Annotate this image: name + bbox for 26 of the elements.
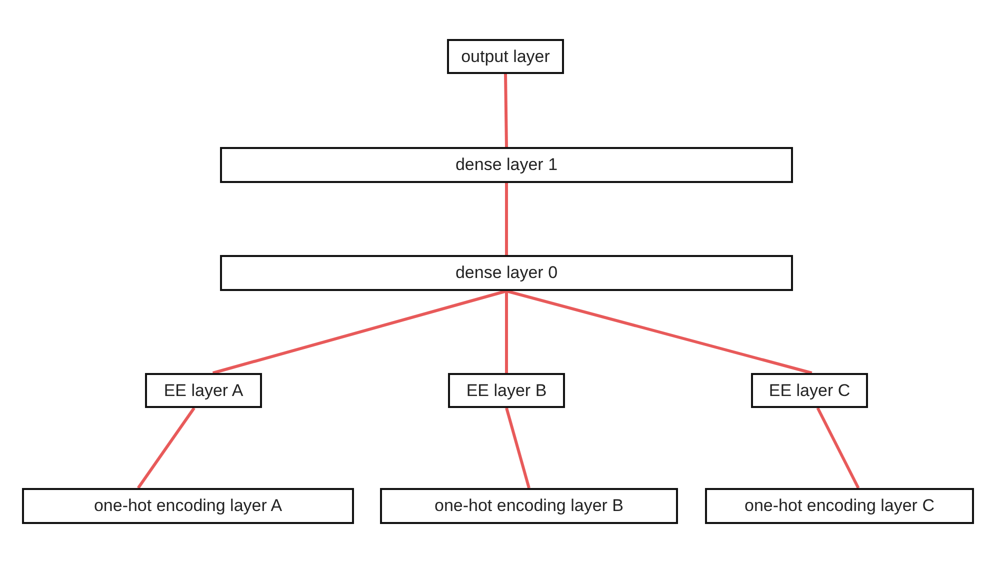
layer-box xyxy=(751,373,868,408)
connector-line xyxy=(504,74,508,148)
layer-box xyxy=(705,488,974,524)
connector-line xyxy=(505,408,530,488)
connector-line xyxy=(816,407,860,489)
connector-line xyxy=(505,183,508,255)
layer-label: one-hot encoding layer A xyxy=(94,496,282,516)
layer-box xyxy=(145,373,262,408)
layer-box xyxy=(22,488,354,524)
connector-line xyxy=(212,290,507,374)
connector-line xyxy=(136,407,196,489)
layer-box xyxy=(220,147,793,183)
layer-box xyxy=(448,373,565,408)
layer-label: EE layer B xyxy=(466,380,547,400)
layer-label: one-hot encoding layer B xyxy=(434,496,624,516)
layer-box xyxy=(220,255,793,291)
layer-label: EE layer C xyxy=(768,380,850,400)
connector-line xyxy=(505,291,508,373)
layer-label: dense layer 1 xyxy=(455,155,558,175)
layer-label: output layer xyxy=(461,46,550,66)
connector-line xyxy=(506,290,812,374)
layer-label: dense layer 0 xyxy=(455,263,558,283)
layer-label: EE layer A xyxy=(164,380,244,400)
layer-box xyxy=(447,39,564,74)
layer-box xyxy=(380,488,678,524)
layer-label: one-hot encoding layer C xyxy=(744,496,934,516)
